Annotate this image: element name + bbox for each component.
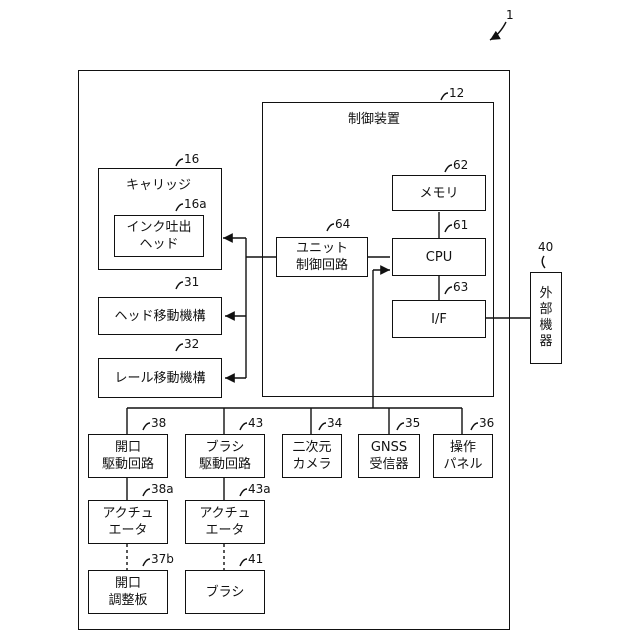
camera-box: 二次元 カメラ xyxy=(282,434,342,478)
brush-box: ブラシ xyxy=(185,570,265,614)
brush-drive-ref: 43 xyxy=(248,416,263,430)
leader-40 xyxy=(542,256,545,268)
cpu-ref: 61 xyxy=(453,218,468,232)
rail-move-box: レール移動機構 xyxy=(98,358,222,398)
panel-box: 操作 パネル xyxy=(433,434,493,478)
rail-move-ref: 32 xyxy=(184,337,199,351)
head-move-box: ヘッド移動機構 xyxy=(98,297,222,335)
actuator-open-ref: 38a xyxy=(151,482,174,496)
cpu-box: CPU xyxy=(392,238,486,276)
unit-control-box: ユニット 制御回路 xyxy=(276,237,368,277)
open-plate-box: 開口 調整板 xyxy=(88,570,168,614)
actuator-open-box: アクチュ エータ xyxy=(88,500,168,544)
brush-drive-box: ブラシ 駆動回路 xyxy=(185,434,265,478)
panel-ref: 36 xyxy=(479,416,494,430)
memory-ref: 62 xyxy=(453,158,468,172)
open-drive-ref: 38 xyxy=(151,416,166,430)
open-drive-box: 開口 駆動回路 xyxy=(88,434,168,478)
external-device-ref: 40 xyxy=(538,240,553,254)
open-plate-ref: 37b xyxy=(151,552,174,566)
actuator-brush-ref: 43a xyxy=(248,482,271,496)
head-move-ref: 31 xyxy=(184,275,199,289)
camera-ref: 34 xyxy=(327,416,342,430)
external-device-box: 外 部 機 器 xyxy=(530,272,562,364)
ref-main: 1 xyxy=(506,8,514,22)
if-box: I/F xyxy=(392,300,486,338)
gnss-box: GNSS 受信器 xyxy=(358,434,420,478)
memory-box: メモリ xyxy=(392,175,486,211)
control-unit-ref: 12 xyxy=(449,86,464,100)
ink-head-ref: 16a xyxy=(184,197,207,211)
carriage-ref: 16 xyxy=(184,152,199,166)
unit-control-ref: 64 xyxy=(335,217,350,231)
brush-ref: 41 xyxy=(248,552,263,566)
carriage-title: キャリッジ xyxy=(126,174,191,193)
if-ref: 63 xyxy=(453,280,468,294)
ref-arrow-main xyxy=(490,22,506,40)
ink-head-box: インク吐出 ヘッド xyxy=(114,215,204,257)
actuator-brush-box: アクチュ エータ xyxy=(185,500,265,544)
control-unit-title: 制御装置 xyxy=(348,108,400,127)
gnss-ref: 35 xyxy=(405,416,420,430)
